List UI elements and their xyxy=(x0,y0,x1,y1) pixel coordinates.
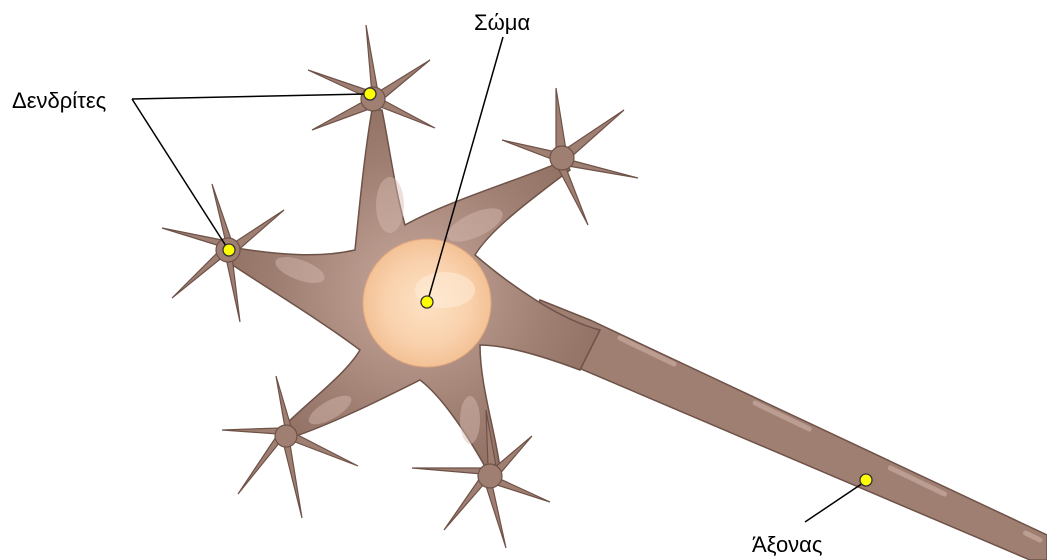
axon-marker xyxy=(860,474,872,486)
axon xyxy=(520,300,1047,560)
soma-label: Σώμα xyxy=(474,10,530,35)
dendrites-label: Δενδρίτες xyxy=(12,88,106,113)
axon-label: Άξονας xyxy=(752,532,823,557)
dendrite-marker-top xyxy=(364,88,376,100)
dendrites-leader-top xyxy=(132,94,366,99)
dendrites-leader-left xyxy=(132,99,226,246)
soma-marker xyxy=(421,296,433,308)
dendrite-marker-left xyxy=(223,244,235,256)
axon-leader xyxy=(805,483,863,522)
